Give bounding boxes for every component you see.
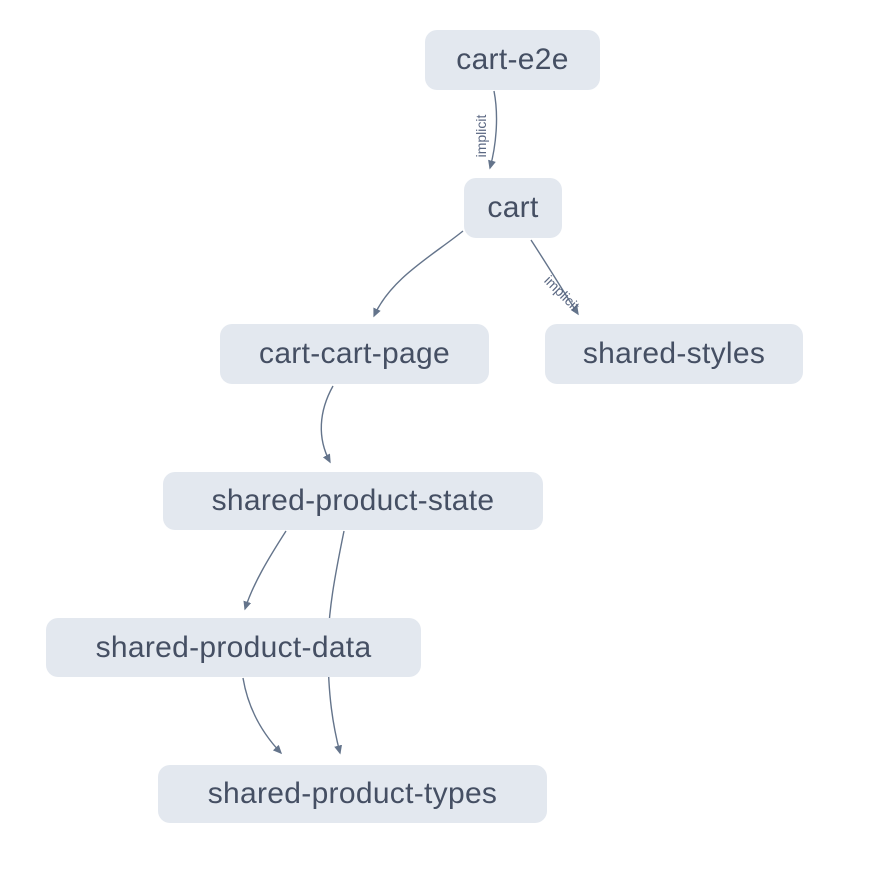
node-cart[interactable]: cart [464, 178, 562, 238]
node-shared-product-types[interactable]: shared-product-types [158, 765, 547, 823]
edge-cart-cart-page-to-shared-product-state [320, 385, 334, 464]
edge-cart-to-shared-styles [530, 239, 579, 316]
node-cart-e2e[interactable]: cart-e2e [425, 30, 600, 90]
edge-shared-product-data-to-shared-product-types [242, 677, 283, 755]
edge-cart-to-cart-cart-page [373, 230, 464, 318]
node-shared-product-state[interactable]: shared-product-state [163, 472, 543, 530]
node-shared-product-data[interactable]: shared-product-data [46, 618, 421, 677]
node-cart-cart-page[interactable]: cart-cart-page [220, 324, 489, 384]
node-shared-styles[interactable]: shared-styles [545, 324, 803, 384]
edge-cart-e2e-to-cart [488, 90, 498, 170]
edge-shared-product-state-to-shared-product-data [243, 530, 287, 611]
